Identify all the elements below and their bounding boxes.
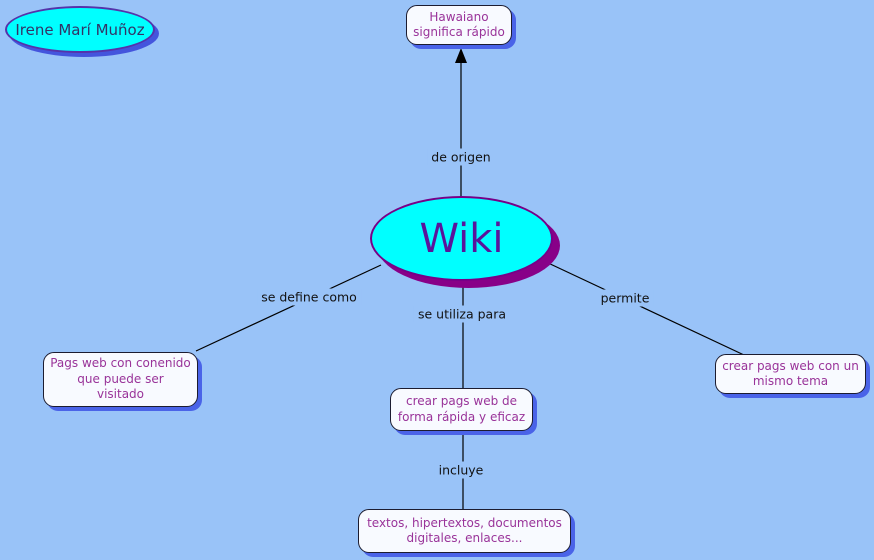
link-label-se-utiliza-para[interactable]: se utiliza para <box>413 305 511 323</box>
link-label-permite[interactable]: permite <box>596 289 654 307</box>
definition-node-text: Pags web con conenido que puede ser visi… <box>50 356 191 402</box>
concept-node-definition[interactable]: Pags web con conenido que puede ser visi… <box>43 352 198 407</box>
concept-node-wiki[interactable]: Wiki <box>370 196 553 281</box>
usage-node-text: crear pags web de forma rápida y eficaz <box>397 394 526 424</box>
link-label-de-origen[interactable]: de origen <box>427 148 495 166</box>
concept-node-usage[interactable]: crear pags web de forma rápida y eficaz <box>390 388 533 431</box>
includes-node-text: textos, hipertextos, documentos digitale… <box>367 515 562 545</box>
link-label-se-define-como[interactable]: se define como <box>257 288 361 306</box>
concept-node-includes[interactable]: textos, hipertextos, documentos digitale… <box>358 509 571 553</box>
author-label: Irene Marí Muñoz <box>15 20 145 39</box>
concept-node-permits[interactable]: crear pags web con un mismo tema <box>715 354 866 394</box>
wiki-node-label: Wiki <box>419 215 504 262</box>
arrow-up-icon <box>455 48 467 63</box>
link-line-se-define-como <box>195 264 382 352</box>
author-node[interactable]: Irene Marí Muñoz <box>5 6 155 53</box>
concept-node-origin[interactable]: Hawaiano significa rápido <box>406 5 512 45</box>
link-line-permite <box>545 261 745 356</box>
origin-node-text: Hawaiano significa rápido <box>413 9 505 39</box>
link-label-incluye[interactable]: incluye <box>434 461 488 479</box>
permits-node-text: crear pags web con un mismo tema <box>722 358 859 388</box>
